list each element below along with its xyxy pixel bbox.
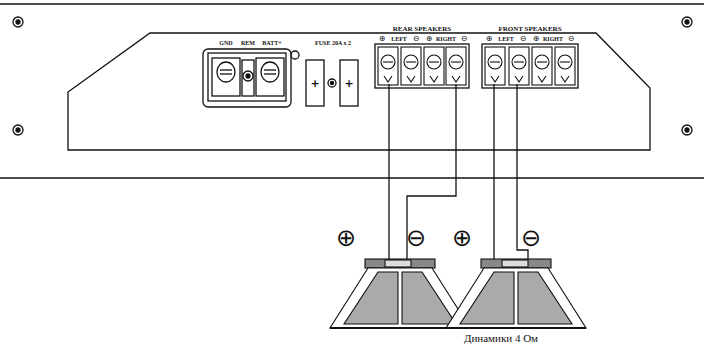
polarity-mark: + [310,78,319,89]
polarity-mark: ⊖ [521,226,541,250]
polarity-mark: + [344,78,353,89]
terminal-label: BATT+ [262,40,281,46]
terminal-label: GND [219,40,232,46]
channel-label: RIGHT [543,36,563,42]
polarity-mark: ⊕ [336,226,356,250]
fuse-label: FUSE 20A x 2 [315,40,351,46]
polarity-mark: ⊕ [379,35,386,43]
terminal-label: REM [241,40,255,46]
caption-text: Динамики 4 Ом [464,333,538,344]
channel-label: LEFT [498,36,514,42]
polarity-mark: ⊕ [452,226,472,250]
group-label: REAR SPEAKERS [393,26,452,33]
polarity-mark: ⊖ [406,226,426,250]
polarity-mark: ⊕ [486,35,493,43]
channel-label: LEFT [391,36,407,42]
polarity-mark: ⊖ [413,35,420,43]
polarity-mark: ⊕ [533,35,540,43]
group-label: FRONT SPEAKERS [498,26,561,33]
polarity-mark: ⊖ [520,35,527,43]
polarity-mark: ⊕ [426,35,433,43]
channel-label: RIGHT [436,36,456,42]
polarity-mark: ⊖ [461,35,468,43]
polarity-mark: ⊖ [568,35,575,43]
